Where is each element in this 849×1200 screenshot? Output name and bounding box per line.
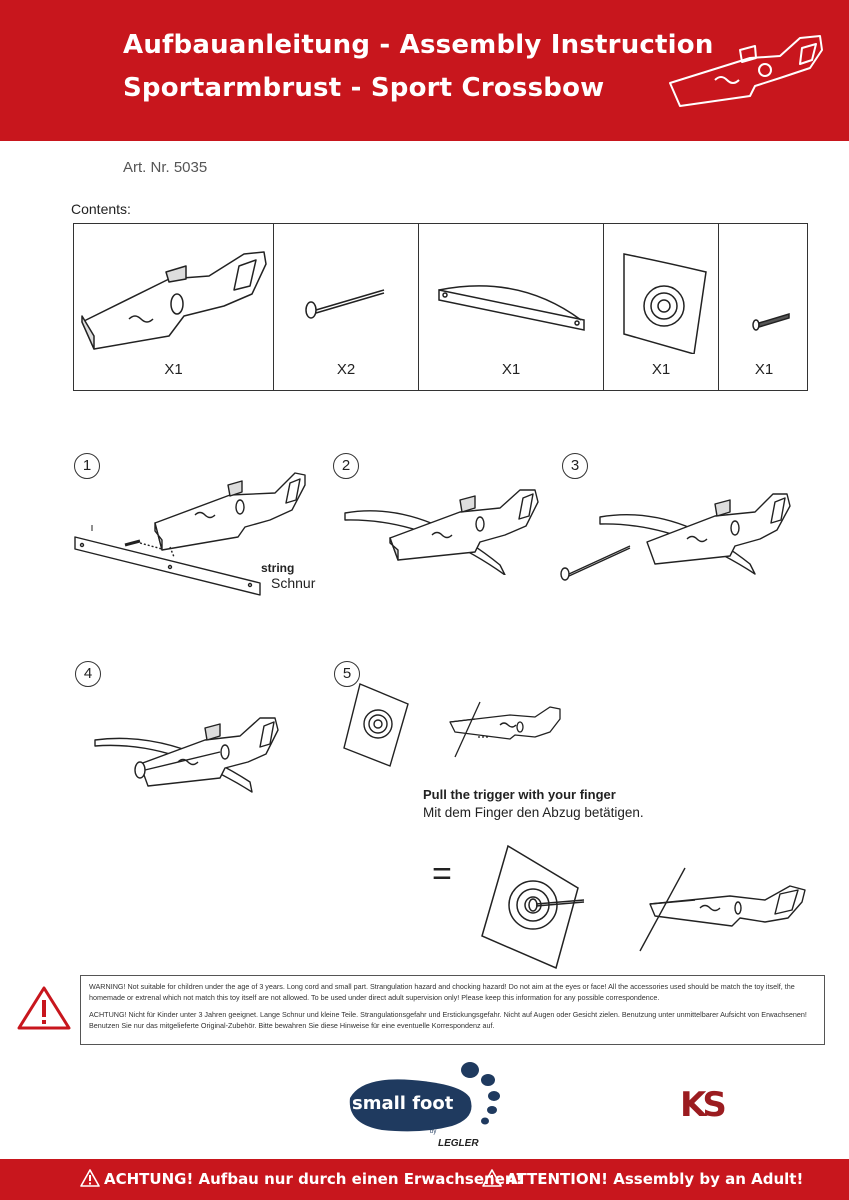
contents-table: X1 X2 X1: [73, 223, 808, 391]
crossbow-assembly-step1-icon: [74, 472, 306, 596]
qty-screw: X1: [754, 361, 774, 378]
smallfoot-logo: small foot by LEGLER: [342, 1058, 507, 1153]
warning-triangle-icon: [17, 986, 71, 1030]
footer-warning-icon-right: [482, 1169, 502, 1187]
qty-bow: X1: [501, 361, 521, 378]
qty-stock: X1: [164, 361, 183, 378]
target-step5-icon: [343, 683, 409, 767]
contents-cell-target: X1: [604, 224, 719, 390]
screw-icon: [752, 312, 790, 331]
ks-wordmark: KS: [680, 1085, 727, 1125]
qty-target: X1: [651, 361, 671, 378]
crossbow-assembly-step4-icon: [94, 717, 279, 793]
warning-text-en: WARNING! Not suitable for children under…: [89, 982, 795, 1002]
footer-text-en: ATTENTION! Assembly by an Adult!: [506, 1170, 804, 1188]
step-1-label-en: string: [261, 561, 295, 575]
crossbow-aim-icon: [449, 701, 561, 758]
step-number-4: 4: [75, 661, 101, 687]
crossbow-assembly-step3-icon: [560, 493, 791, 581]
step-number-1: 1: [74, 453, 100, 479]
smallfoot-by: by: [430, 1129, 437, 1135]
target-hit-icon: [481, 844, 585, 970]
article-number: Art. Nr. 5035: [123, 159, 208, 176]
target-icon: [623, 253, 707, 354]
header-banner: Aufbauanleitung - Assembly Instruction S…: [0, 0, 849, 141]
qty-arrow: X2: [336, 361, 356, 378]
footer-banner: ACHTUNG! Aufbau nur durch einen Erwachse…: [0, 1159, 849, 1200]
title-line-2: Sportarmbrust - Sport Crossbow: [123, 73, 605, 103]
contents-cell-bow: X1: [419, 224, 604, 390]
legler-wordmark: LEGLER: [438, 1138, 479, 1149]
contents-cell-arrow: X2: [274, 224, 419, 390]
contents-cell-stock: X1: [74, 224, 274, 390]
arrow-icon: [305, 289, 385, 319]
step-number-5: 5: [334, 661, 360, 687]
step-number-3: 3: [562, 453, 588, 479]
warning-text-de: ACHTUNG! Nicht für Kinder unter 3 Jahren…: [89, 1010, 807, 1030]
footer-text-de: ACHTUNG! Aufbau nur durch einen Erwachse…: [104, 1170, 523, 1188]
crossbow-header-icon: [669, 35, 823, 107]
footer-warning-icon-left: [80, 1169, 100, 1187]
step-5-instruction-de: Mit dem Finger den Abzug betätigen.: [423, 805, 644, 820]
crossbow-fired-icon: [639, 867, 806, 952]
contents-cell-screw: X1: [719, 224, 809, 390]
step-5-instruction-en: Pull the trigger with your finger: [423, 787, 616, 802]
equals-sign: =: [432, 855, 452, 893]
warning-box: WARNING! Not suitable for children under…: [80, 975, 825, 1045]
crossbow-stock-icon: [81, 251, 267, 350]
crossbow-assembly-step2-icon: [344, 489, 539, 575]
footprint-icon: [349, 1062, 500, 1132]
contents-label: Contents:: [71, 201, 131, 217]
step-1-label-de: Schnur: [271, 575, 316, 591]
smallfoot-wordmark: small foot: [352, 1093, 454, 1114]
title-line-1: Aufbauanleitung - Assembly Instruction: [123, 30, 714, 60]
bow-limb-icon: [438, 285, 585, 331]
step-number-2: 2: [333, 453, 359, 479]
ks-logo: KS: [680, 1085, 732, 1125]
